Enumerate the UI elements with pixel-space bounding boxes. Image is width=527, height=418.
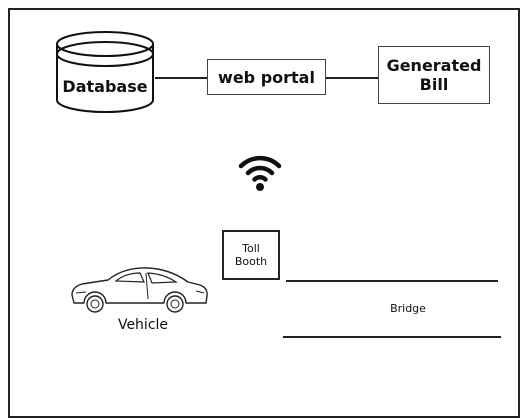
database-label: Database — [62, 77, 148, 96]
database-cylinder-icon — [56, 31, 154, 113]
bill-label-line1: Generated — [386, 56, 482, 75]
bridge-bottom-line — [283, 336, 501, 338]
toll-label-line1: Toll — [242, 242, 260, 255]
web-portal-box: web portal — [207, 59, 326, 95]
wifi-icon — [238, 155, 282, 191]
connector-portal-bill — [326, 77, 378, 79]
connector-db-portal — [155, 77, 207, 79]
vehicle-label: Vehicle — [117, 317, 169, 333]
toll-booth-box: Toll Booth — [222, 230, 280, 280]
bill-label-line2: Bill — [419, 75, 449, 94]
web-portal-label: web portal — [218, 67, 315, 87]
diagram-frame: Database web portal Generated Bill Toll … — [8, 8, 520, 418]
bridge-label: Bridge — [390, 302, 426, 315]
bridge-top-line — [286, 280, 498, 282]
toll-label-line2: Booth — [234, 255, 268, 268]
car-icon — [71, 267, 208, 313]
generated-bill-box: Generated Bill — [378, 46, 490, 104]
